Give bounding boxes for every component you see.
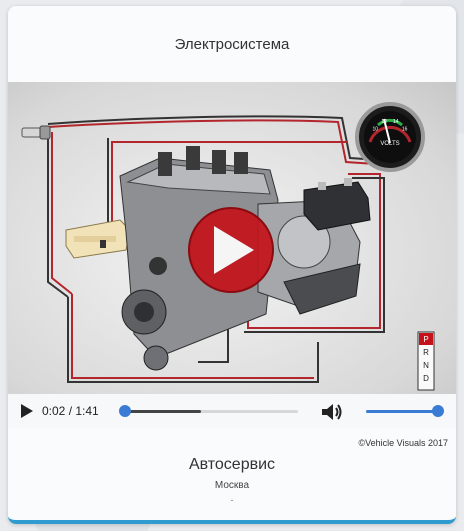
battery xyxy=(303,178,371,231)
gauge-label: VOLTS xyxy=(380,141,399,147)
company-name: Автосервис xyxy=(188,456,276,473)
video-controls: 0:02 / 1:41 xyxy=(8,394,456,428)
gear-letter-r: R xyxy=(423,348,429,357)
card-title: Электросистема xyxy=(174,35,290,53)
volume-thumb[interactable] xyxy=(432,405,444,417)
gauge-tick-label: 10 xyxy=(373,127,379,133)
gear-letter-d: D xyxy=(423,374,429,383)
seek-thumb[interactable] xyxy=(118,405,131,417)
sensor-icon xyxy=(21,125,51,140)
copyright-text: ©Vehicle Visuals 2017 xyxy=(358,438,448,448)
company-city: Москва xyxy=(214,480,250,491)
seek-bar[interactable] xyxy=(121,410,298,413)
gear-letter-n: N xyxy=(423,361,429,370)
wire-black xyxy=(47,132,69,298)
ecu-module xyxy=(65,219,131,259)
gauge-tick-label: 12 xyxy=(381,119,387,125)
subtitle-dash: - xyxy=(230,495,234,505)
play-overlay-icon[interactable] xyxy=(188,207,274,293)
seek-buffer xyxy=(121,410,201,413)
play-icon[interactable] xyxy=(20,403,34,419)
gauge-tick-label: 16 xyxy=(402,127,408,133)
volume-slider[interactable] xyxy=(366,410,438,413)
gear-letter-p: P xyxy=(423,335,428,344)
wire-red xyxy=(51,132,73,295)
time-readout: 0:02 / 1:41 xyxy=(42,404,99,418)
gauge-tick-label: 14 xyxy=(393,119,399,125)
video-card: Электросистема xyxy=(8,6,456,524)
volume-icon[interactable] xyxy=(321,403,343,421)
